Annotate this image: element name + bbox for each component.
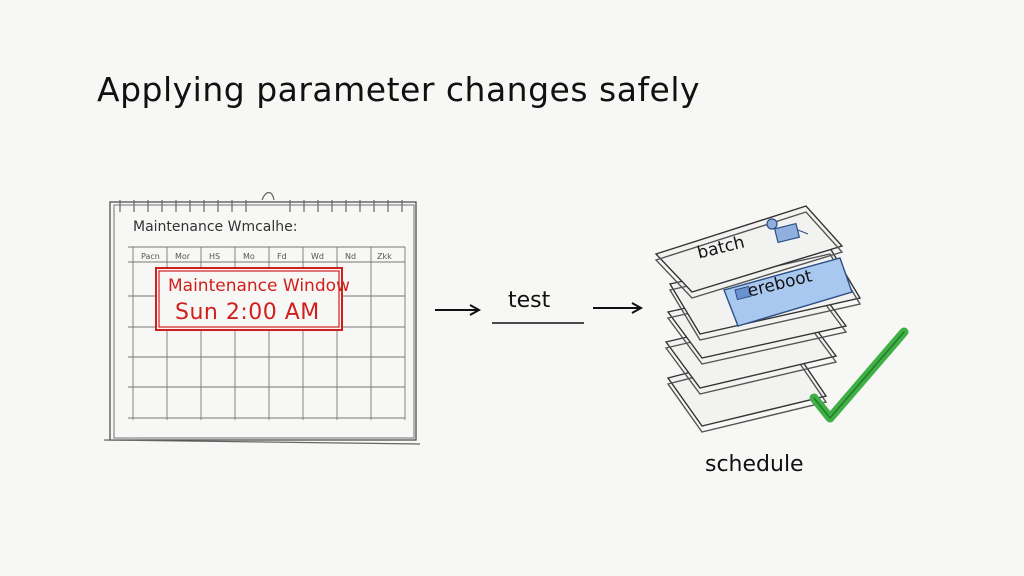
- calendar-binding-rings: [119, 191, 403, 212]
- robot-icon: [766, 218, 809, 244]
- checkmark-icon: [809, 327, 909, 423]
- test-step-label: test: [508, 288, 551, 313]
- schedule-label: schedule: [705, 452, 804, 477]
- page-title: Applying parameter changes safely: [97, 70, 701, 109]
- maintenance-box: [155, 267, 343, 331]
- calendar-day-label: HS: [209, 252, 221, 261]
- calendar-day-label: Wd: [311, 252, 324, 261]
- calendar-frame-inner: [113, 204, 415, 439]
- reboot-tag: [723, 257, 853, 327]
- maintenance-window-time: Sun 2:00 AM: [175, 300, 320, 325]
- calendar-heading: Maintenance Wmcalhe:: [133, 219, 298, 235]
- maintenance-window-title: Maintenance Window: [168, 276, 350, 296]
- reboot-tag-icon: [734, 285, 752, 301]
- calendar-day-label: Fd: [277, 252, 287, 261]
- right-arrow-icon: [593, 302, 644, 314]
- maintenance-box-frame: [155, 267, 343, 331]
- calendar-day-label: Pacn: [141, 252, 160, 261]
- calendar-day-label: Nd: [345, 252, 357, 261]
- calendar-day-label: Zkk: [377, 252, 392, 261]
- calendar-frame: [109, 201, 417, 441]
- calendar-day-label: Mo: [243, 252, 255, 261]
- calendar-day-label: Mor: [175, 252, 191, 261]
- right-arrow-icon: [435, 304, 482, 316]
